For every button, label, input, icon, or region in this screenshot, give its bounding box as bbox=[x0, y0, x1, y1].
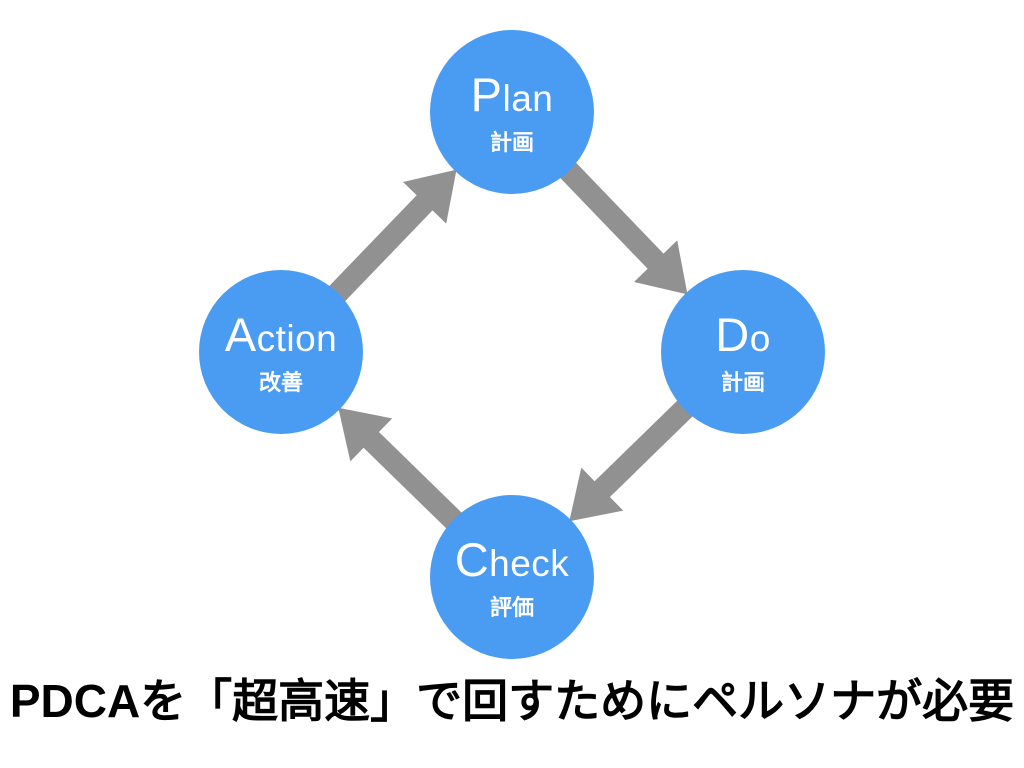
node-action-title: Action bbox=[225, 311, 338, 358]
arrow-check-to-action bbox=[338, 407, 466, 532]
node-plan-initial: P bbox=[470, 67, 503, 121]
arrow-action-to-plan bbox=[325, 169, 457, 305]
node-action: Action 改善 bbox=[199, 270, 363, 434]
node-action-rest: ction bbox=[256, 317, 338, 359]
node-do: Do 計画 bbox=[661, 270, 825, 434]
node-check-sublabel: 評価 bbox=[489, 594, 534, 620]
node-check-initial: C bbox=[454, 532, 490, 586]
node-action-initial: A bbox=[224, 307, 257, 361]
arrow-plan-to-do bbox=[556, 159, 688, 295]
node-plan-sublabel: 計画 bbox=[489, 129, 534, 155]
arrow-do-to-check bbox=[569, 397, 697, 522]
node-action-sublabel: 改善 bbox=[258, 369, 303, 395]
node-do-sublabel: 計画 bbox=[720, 369, 765, 395]
node-check-title: Check bbox=[455, 536, 570, 583]
node-check: Check 評価 bbox=[430, 495, 594, 659]
caption-text: PDCAを「超高速」で回すためにペルソナが必要 bbox=[9, 675, 1015, 727]
node-plan: Plan 計画 bbox=[430, 30, 594, 194]
node-do-rest: o bbox=[749, 317, 771, 359]
node-do-initial: D bbox=[715, 307, 750, 361]
node-plan-rest: lan bbox=[502, 77, 554, 119]
node-check-rest: heck bbox=[489, 542, 570, 584]
node-do-title: Do bbox=[715, 311, 771, 358]
node-plan-title: Plan bbox=[471, 71, 554, 118]
